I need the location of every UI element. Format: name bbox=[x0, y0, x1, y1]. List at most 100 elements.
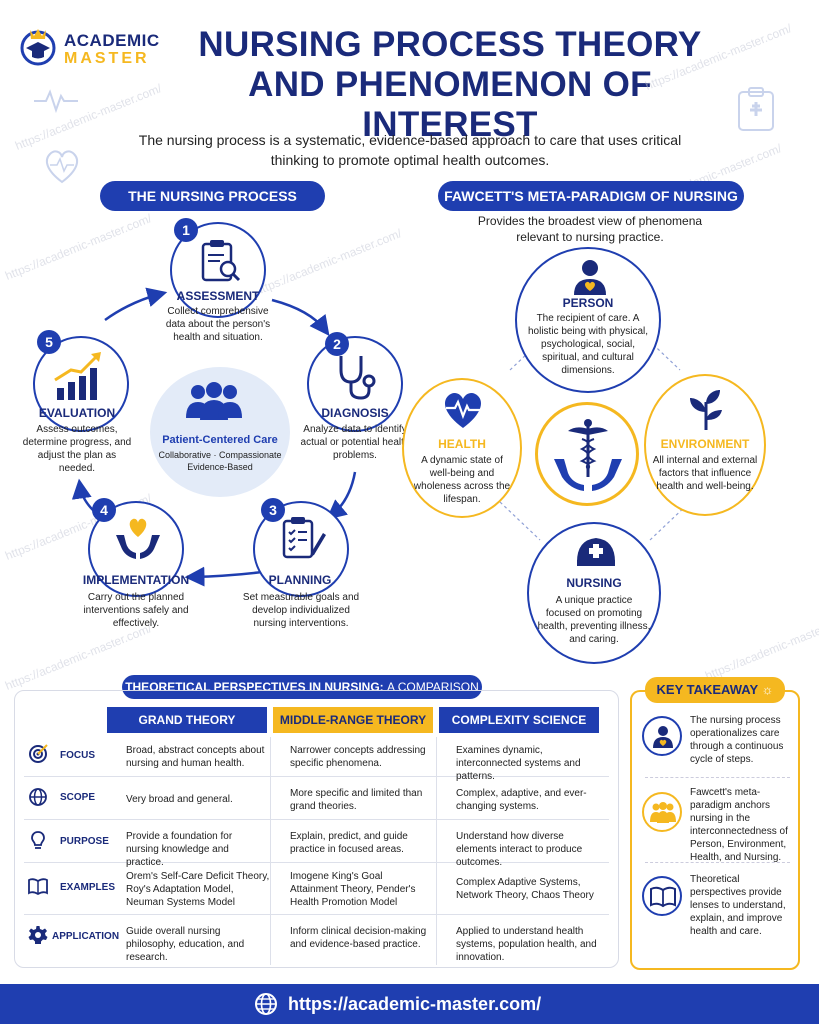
environment-desc: All internal and external factors that i… bbox=[652, 455, 758, 492]
person-circle bbox=[515, 247, 661, 393]
step-desc-assessment: Collect comprehensive data about the per… bbox=[165, 306, 271, 343]
gear-icon bbox=[28, 926, 48, 944]
step-title-planning: PLANNING bbox=[268, 573, 332, 587]
section-heading-comparison: THEORETICAL PERSPECTIVES IN NURSING: A C… bbox=[122, 675, 482, 699]
checklist-pencil-icon bbox=[282, 517, 326, 559]
col-head-middle-range: MIDDLE-RANGE THEORY bbox=[273, 707, 433, 733]
environment-circle bbox=[644, 374, 766, 516]
lightbulb-icon bbox=[31, 831, 45, 849]
person-desc: The recipient of care. A holistic being … bbox=[527, 313, 649, 376]
nursing-core-circle bbox=[535, 402, 639, 506]
people-group-icon bbox=[186, 382, 242, 420]
section-heading-metaparadigm: FAWCETT'S META-PARADIGM OF NURSING bbox=[438, 181, 744, 211]
title-line-2: AND PHENOMENON OF INTEREST bbox=[248, 65, 652, 144]
hands-heart-icon bbox=[116, 518, 160, 559]
nursing-desc: A unique practice focused on promoting h… bbox=[537, 595, 651, 645]
hub-line-2: Evidence-Based bbox=[187, 462, 253, 472]
cell-application-complexity: Applied to understand health systems, po… bbox=[456, 926, 597, 963]
section-heading-process: THE NURSING PROCESS bbox=[100, 181, 325, 211]
cell-scope-grand: Very broad and general. bbox=[126, 794, 233, 805]
diagnosis-circle bbox=[307, 336, 403, 432]
environment-title: ENVIRONMENT bbox=[660, 437, 750, 451]
comparison-table bbox=[14, 690, 619, 968]
health-circle bbox=[402, 378, 522, 518]
col-head-complexity: COMPLEXITY SCIENCE bbox=[439, 707, 599, 733]
cell-examples-complexity: Complex Adaptive Systems, Network Theory… bbox=[456, 877, 594, 901]
row-label-purpose: PURPOSE bbox=[60, 836, 109, 847]
clipboard-cross-icon bbox=[738, 87, 774, 131]
globe-icon bbox=[255, 993, 277, 1015]
step-title-implementation: IMPLEMENTATION bbox=[82, 573, 190, 587]
brand-name-line2: MASTER bbox=[64, 50, 150, 67]
person-heart-icon bbox=[653, 726, 673, 748]
open-book-icon bbox=[650, 886, 676, 908]
plant-sprout-icon bbox=[690, 390, 722, 430]
column-divider bbox=[270, 737, 271, 965]
row-label-examples: EXAMPLES bbox=[60, 882, 116, 893]
heart-monitor-icon bbox=[45, 150, 79, 184]
hub-title: Patient-Centered Care bbox=[162, 434, 278, 446]
step-number-4: 4 bbox=[92, 498, 116, 522]
row-label-focus: FOCUS bbox=[60, 750, 95, 761]
caduceus-hands-icon bbox=[554, 419, 622, 491]
globe-icon bbox=[29, 788, 47, 806]
step-title-diagnosis: DIAGNOSIS bbox=[321, 406, 389, 420]
step-number-1: 1 bbox=[174, 218, 198, 242]
step-desc-planning: Set measurable goals and develop individ… bbox=[242, 592, 360, 629]
heartbeat-line-icon bbox=[34, 89, 78, 114]
takeaway-divider bbox=[645, 862, 790, 863]
cell-scope-middle: More specific and limited than grand the… bbox=[290, 788, 423, 812]
cell-application-middle: Inform clinical decision-making and evid… bbox=[290, 926, 427, 950]
takeaway-icon-group bbox=[642, 792, 682, 832]
takeaway-text-1: The nursing process operationalizes care… bbox=[690, 715, 784, 765]
takeaway-icon-book bbox=[642, 876, 682, 916]
key-takeaway-heading: KEY TAKEAWAY ☼ bbox=[645, 677, 785, 703]
takeaway-text-2: Fawcett's meta-paradigm anchors nursing … bbox=[690, 787, 788, 863]
footer-website-link[interactable]: https://academic-master.com/ bbox=[288, 994, 542, 1014]
row-divider bbox=[24, 914, 609, 915]
col-head-grand-theory: GRAND THEORY bbox=[107, 707, 267, 733]
nurse-cap-icon bbox=[577, 538, 615, 566]
lightbulb-icon: ☼ bbox=[761, 682, 774, 697]
clipboard-magnifier-icon bbox=[201, 240, 241, 282]
takeaway-divider bbox=[645, 777, 790, 778]
step-desc-diagnosis: Analyze data to identify actual or poten… bbox=[300, 424, 410, 461]
health-title: HEALTH bbox=[438, 437, 486, 451]
row-divider bbox=[24, 862, 609, 863]
step-title-assessment: ASSESSMENT bbox=[176, 289, 260, 303]
cell-application-grand: Guide overall nursing philosophy, educat… bbox=[126, 926, 245, 963]
cell-scope-complexity: Complex, adaptive, and ever-changing sys… bbox=[456, 788, 587, 812]
page-title: NURSING PROCESS THEORY AND PHENOMENON OF… bbox=[160, 25, 740, 145]
brand-logo: ACADEMIC MASTER bbox=[18, 22, 168, 72]
cell-examples-middle: Imogene King's Goal Attainment Theory, P… bbox=[290, 871, 416, 908]
cell-focus-middle: Narrower concepts addressing specific ph… bbox=[290, 745, 426, 769]
heart-pulse-icon bbox=[444, 392, 482, 428]
hub-line-1: Collaborative · Compassionate bbox=[158, 450, 282, 460]
person-title: PERSON bbox=[562, 296, 614, 310]
step-number-5: 5 bbox=[37, 330, 61, 354]
nursing-circle bbox=[527, 522, 661, 664]
cell-focus-complexity: Examines dynamic, interconnected systems… bbox=[456, 745, 581, 782]
row-divider bbox=[24, 819, 609, 820]
row-label-application: APPLICATION bbox=[52, 931, 120, 942]
step-number-3: 3 bbox=[261, 498, 285, 522]
takeaway-icon-person bbox=[642, 716, 682, 756]
cell-purpose-complexity: Understand how diverse elements interact… bbox=[456, 831, 583, 868]
title-line-1: NURSING PROCESS THEORY bbox=[198, 25, 702, 64]
target-icon bbox=[29, 744, 48, 763]
cell-purpose-grand: Provide a foundation for nursing knowled… bbox=[126, 831, 233, 868]
nursing-title: NURSING bbox=[566, 576, 622, 590]
people-group-icon bbox=[650, 802, 676, 823]
step-number-2: 2 bbox=[325, 332, 349, 356]
row-label-scope: SCOPE bbox=[60, 792, 96, 803]
step-desc-implementation: Carry out the planned interventions safe… bbox=[83, 592, 189, 629]
health-desc: A dynamic state of well-being and wholen… bbox=[413, 455, 511, 505]
growth-chart-icon bbox=[54, 352, 101, 400]
column-divider bbox=[436, 737, 437, 965]
metaparadigm-intro: Provides the broadest view of phenomena … bbox=[477, 214, 703, 244]
footer-bar: https://academic-master.com/ bbox=[0, 984, 819, 1024]
open-book-icon bbox=[28, 878, 48, 896]
cell-purpose-middle: Explain, predict, and guide practice in … bbox=[290, 831, 408, 855]
step-desc-evaluation: Assess outcomes, determine progress, and… bbox=[22, 424, 132, 474]
brand-name-line1: ACADEMIC bbox=[64, 31, 160, 50]
